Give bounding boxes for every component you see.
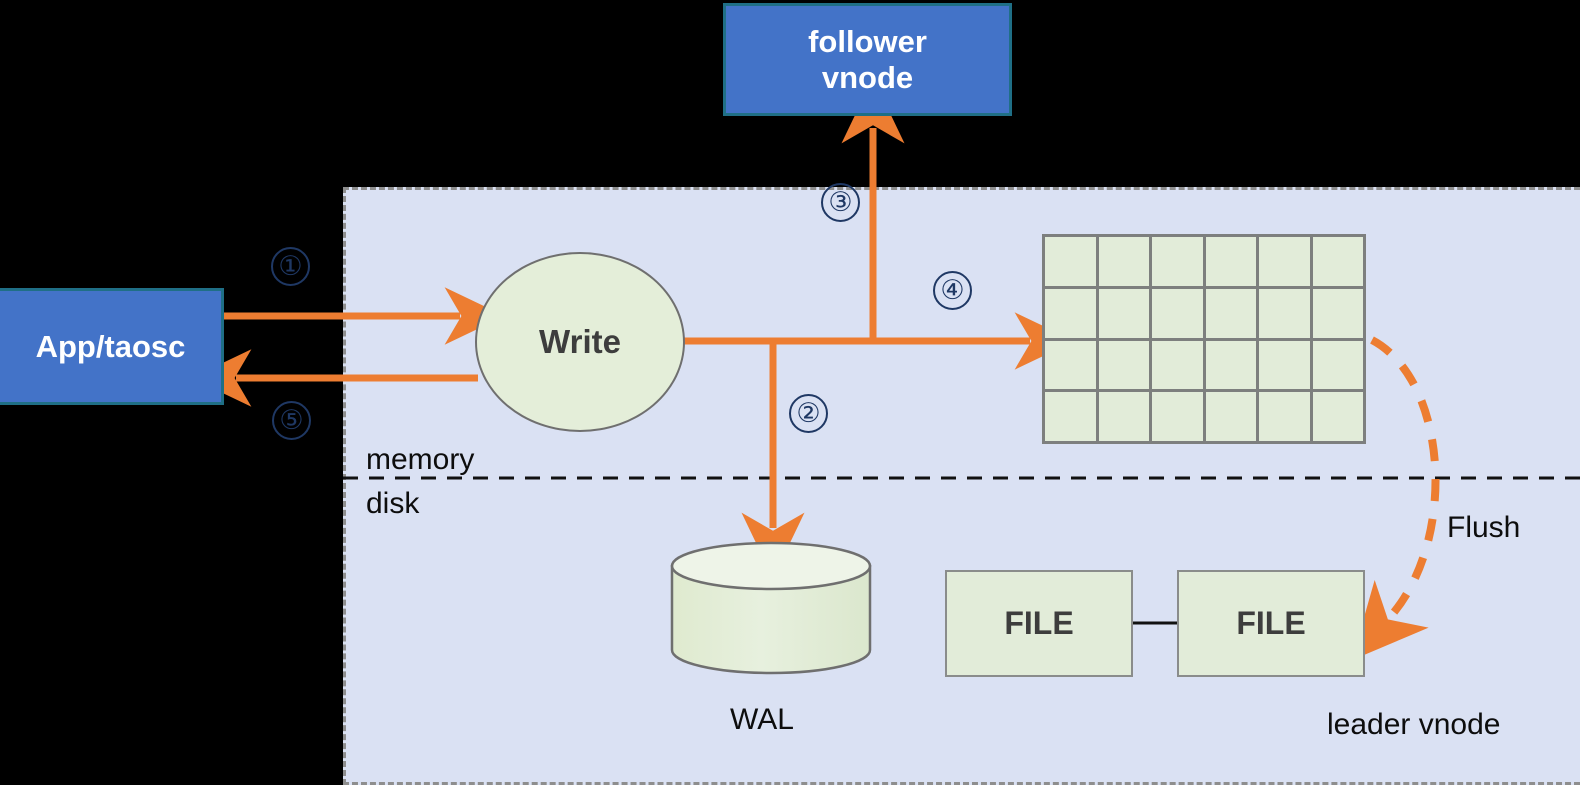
write-label: Write <box>539 323 621 360</box>
node-app-taosc[interactable]: App/taosc <box>0 288 224 405</box>
memory-table-grid[interactable] <box>1042 234 1366 444</box>
follower-vnode-label: follower vnode <box>808 23 927 95</box>
arrow-flush <box>1351 336 1440 661</box>
label-memory: memory <box>366 443 475 476</box>
wal-cylinder-shape <box>670 541 872 675</box>
label-disk: disk <box>366 487 420 520</box>
label-flush: Flush <box>1447 511 1521 544</box>
table-cell <box>1259 288 1310 338</box>
label-wal: WAL <box>730 703 794 736</box>
table-cell <box>1312 288 1363 338</box>
node-file-1[interactable]: FILE <box>945 570 1133 677</box>
file-1-label: FILE <box>1004 605 1074 641</box>
table-cell <box>1259 340 1310 390</box>
table-cell <box>1152 340 1203 390</box>
table-cell <box>1312 392 1363 441</box>
table-cell <box>1312 340 1363 390</box>
step-badge-5: ⑤ <box>272 401 311 440</box>
table-cell <box>1205 392 1256 441</box>
table-cell <box>1098 392 1149 441</box>
table-cell <box>1205 340 1256 390</box>
table-cell <box>1098 288 1149 338</box>
table-cell <box>1312 237 1363 286</box>
table-cell <box>1152 392 1203 441</box>
step-badge-4: ④ <box>933 271 972 310</box>
table-cell <box>1152 237 1203 286</box>
table-cell <box>1205 237 1256 286</box>
table-cell <box>1205 288 1256 338</box>
file-2-label: FILE <box>1236 605 1306 641</box>
table-cell <box>1152 288 1203 338</box>
node-file-2[interactable]: FILE <box>1177 570 1365 677</box>
table-cell <box>1045 288 1096 338</box>
table-cell <box>1045 392 1096 441</box>
table-cell <box>1098 340 1149 390</box>
table-cell <box>1045 237 1096 286</box>
step-badge-3: ③ <box>821 183 860 222</box>
table-cell <box>1045 340 1096 390</box>
table-cell <box>1259 392 1310 441</box>
step-badge-2: ② <box>789 394 828 433</box>
table-cell <box>1098 237 1149 286</box>
label-leader-vnode: leader vnode <box>1327 708 1501 741</box>
node-follower-vnode[interactable]: follower vnode <box>723 3 1012 116</box>
step-badge-1: ① <box>271 247 310 286</box>
app-taosc-label: App/taosc <box>35 328 186 364</box>
table-cell <box>1259 237 1310 286</box>
node-write[interactable]: Write <box>475 252 685 432</box>
